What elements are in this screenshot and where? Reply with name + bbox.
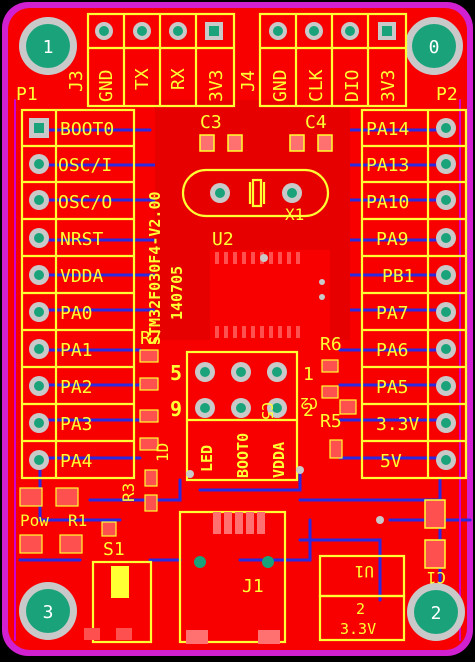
- pin-label: 3V3: [206, 69, 227, 102]
- pow-label: Pow R1: [20, 511, 87, 530]
- pin-label: OSC/O: [58, 192, 112, 213]
- pin-label: PA3: [60, 414, 93, 435]
- pin-label: PB1: [382, 266, 415, 287]
- ref-label-r5: R5: [320, 411, 342, 432]
- pin-label: OSC/I: [58, 155, 112, 176]
- ref-label: C3: [200, 112, 222, 133]
- mcu-date: 140705: [168, 266, 186, 320]
- pin-label: VDDA: [60, 266, 104, 287]
- header-p2: PA14 PA13 PA10 PA9 PB1 PA7 PA6 PA5 3.3V …: [360, 108, 468, 480]
- ref-label: C1: [427, 568, 446, 587]
- mounting-hole-label: 2: [431, 603, 442, 624]
- mcu-part: STM32F030F4-V2.00: [146, 191, 164, 345]
- ref-label-r6: R6: [320, 334, 342, 355]
- pin-label: PA5: [376, 377, 409, 398]
- pin-mark: 5: [170, 361, 182, 385]
- connector-j3: GND TX RX 3V3 J3: [66, 12, 236, 108]
- jumper-header: LED BOOT0 VDDA 5 9 1 2 C5 C2: [170, 350, 318, 482]
- ref-label: J1: [242, 576, 264, 597]
- ref-label: C4: [305, 112, 327, 133]
- capacitor-c4: C4: [289, 112, 333, 152]
- mcu-pads: [215, 252, 300, 338]
- pin-label: PA0: [60, 303, 93, 324]
- header-label: LED: [198, 445, 216, 472]
- ref-label: U1: [355, 562, 374, 581]
- ref-label-r1: R1: [68, 511, 87, 530]
- resistor-pads: [139, 349, 357, 459]
- ref-label: X1: [285, 205, 304, 224]
- pin-label: PA2: [60, 377, 93, 398]
- pin-label: DIO: [342, 69, 363, 102]
- copper-region: [210, 250, 330, 340]
- pin-label: PA1: [60, 340, 93, 361]
- pin-label: NRST: [60, 229, 104, 250]
- pin-label: GND: [270, 69, 291, 102]
- ref-label-r7: R7: [140, 328, 162, 349]
- header-label: VDDA: [270, 442, 288, 478]
- pin-label: GND: [96, 69, 117, 102]
- pin-label: PA9: [376, 229, 409, 250]
- usb-connector-j1: J1: [178, 510, 287, 644]
- mounting-hole-0: 0: [405, 17, 463, 75]
- pin-label: TX: [132, 68, 153, 90]
- pin-label: PA7: [376, 303, 409, 324]
- pin-label: BOOT0: [60, 119, 114, 140]
- header-p1: BOOT0 OSC/I OSC/O NRST VDDA PA0 PA1 PA2 …: [20, 108, 136, 480]
- regulator-voltage: 3.3V: [340, 620, 376, 638]
- pin-label: RX: [168, 68, 189, 90]
- ref-label: J3: [66, 70, 87, 92]
- pin-label: 3.3V: [376, 414, 420, 435]
- ref-label-p2: P2: [436, 84, 458, 105]
- mcu-ref: U2: [212, 229, 234, 250]
- pin-label: PA6: [376, 340, 409, 361]
- capacitor-c1: C1: [424, 499, 446, 587]
- pin-mark: 1: [303, 364, 314, 385]
- mcu-u2: U2 STM32F030F4-V2.00 140705: [146, 191, 325, 345]
- pin-label: 5V: [380, 451, 402, 472]
- mounting-hole-2: 2: [407, 583, 465, 641]
- regulator-pin: 2: [356, 600, 365, 618]
- pin-label: CLK: [306, 69, 327, 102]
- pow-text: Pow: [20, 511, 49, 530]
- small-smd-pads: [19, 469, 158, 554]
- mounting-hole-label: 1: [43, 37, 54, 58]
- mounting-hole-label: 0: [429, 37, 440, 58]
- mounting-hole-1: 1: [19, 17, 77, 75]
- pin-mark: 2: [303, 400, 314, 421]
- pin-label: PA14: [366, 119, 409, 140]
- capacitor-c3: C3: [199, 112, 243, 152]
- ref-label: J4: [238, 70, 259, 92]
- pin-label: PA13: [366, 155, 409, 176]
- ref-label: C2: [300, 394, 318, 412]
- mounting-hole-label: 3: [43, 602, 54, 623]
- pin-label: PA10: [366, 192, 409, 213]
- header-label: BOOT0: [234, 433, 252, 478]
- ref-label-p1: P1: [16, 84, 38, 105]
- mounting-hole-3: 3: [19, 582, 77, 640]
- pin-mark: 9: [170, 397, 182, 421]
- ref-label: C5: [258, 402, 276, 420]
- ref-label-1d: 1D: [153, 443, 172, 462]
- switch-s1: S1: [84, 539, 153, 644]
- crystal-x1: X1: [181, 168, 330, 224]
- ref-label: S1: [103, 539, 125, 560]
- pin-label: PA4: [60, 451, 93, 472]
- regulator-u1: U1 2 3.3V: [318, 554, 406, 642]
- ref-label-r3: R3: [119, 483, 138, 502]
- pin-label: 3V3: [378, 69, 399, 102]
- connector-j4: GND CLK DIO 3V3 J4: [238, 12, 408, 108]
